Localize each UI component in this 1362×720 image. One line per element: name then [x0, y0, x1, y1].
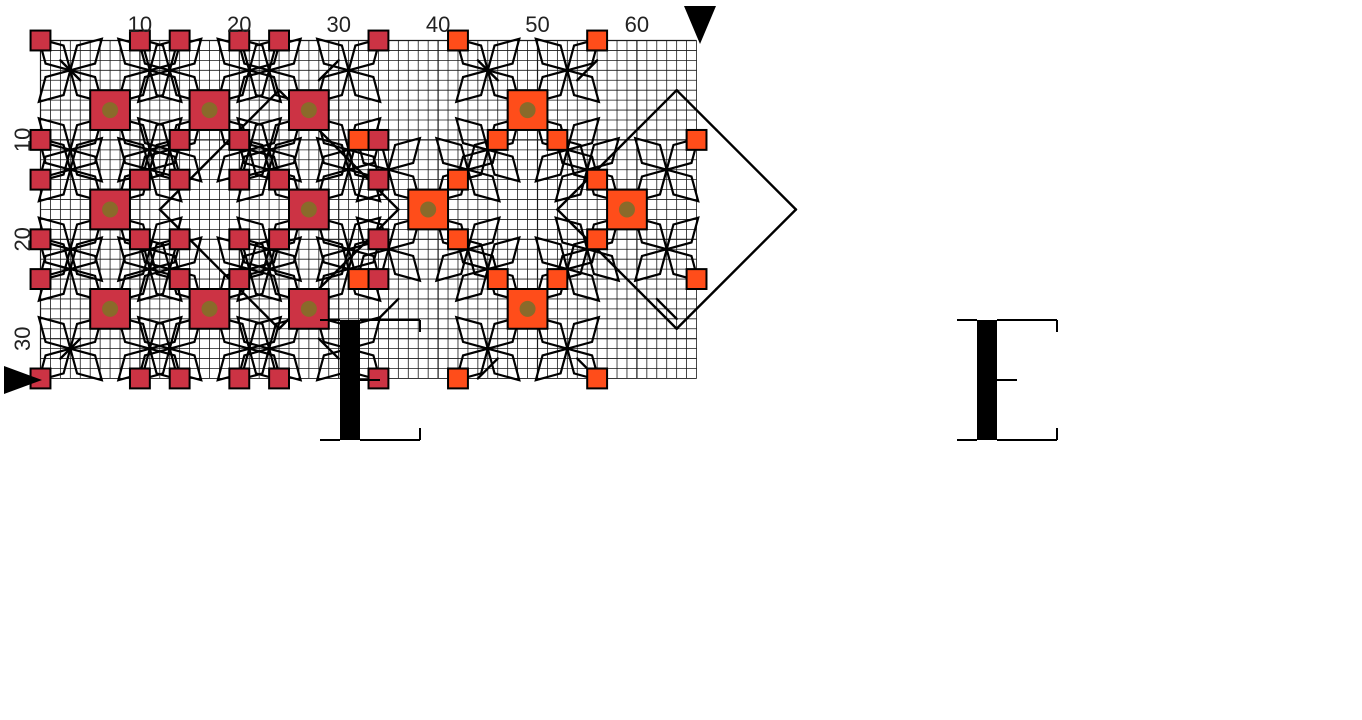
small-stitch-square	[447, 168, 469, 191]
small-stitch-square	[128, 29, 151, 52]
small-stitch-square	[128, 367, 151, 390]
small-stitch-square	[546, 268, 569, 290]
small-stitch-square	[168, 268, 191, 290]
letter-motifs	[320, 319, 1058, 441]
center-bead-dot	[201, 300, 218, 317]
center-bead-dot	[519, 102, 536, 119]
small-stitch-square	[268, 228, 290, 251]
letter-e-right	[957, 319, 1058, 441]
column-tick-label: 60	[625, 12, 649, 37]
center-bead-dot	[102, 201, 119, 218]
small-stitch-square	[228, 128, 251, 151]
small-stitch-square	[268, 29, 290, 52]
small-stitch-square	[367, 168, 390, 191]
axis-ticks: 10 20 30 40 50 60 10 20 30	[10, 12, 649, 351]
center-bead-dot	[102, 102, 119, 119]
center-bead-dot	[300, 201, 317, 218]
row-center-marker	[4, 366, 42, 394]
small-stitch-square	[586, 367, 609, 390]
small-stitch-square	[268, 168, 290, 191]
column-tick-label: 50	[525, 12, 549, 37]
row-tick-label: 10	[10, 128, 35, 152]
center-bead-dot	[300, 300, 317, 317]
small-stitch-square	[367, 228, 390, 251]
column-tick-label: 10	[128, 12, 152, 37]
small-stitch-square	[168, 168, 191, 191]
small-stitch-square	[685, 128, 708, 151]
small-stitch-square	[347, 128, 370, 151]
column-center-marker	[684, 6, 716, 44]
small-stitch-square	[447, 29, 469, 52]
small-stitch-square	[128, 168, 151, 191]
small-stitch-square	[29, 128, 52, 151]
small-stitch-square	[228, 29, 251, 52]
center-bead-dot	[519, 300, 536, 317]
row-tick-label: 20	[10, 227, 35, 251]
small-stitch-square	[586, 29, 609, 52]
small-stitch-square	[228, 228, 251, 251]
column-tick-label: 30	[326, 12, 350, 37]
column-tick-label: 20	[227, 12, 251, 37]
small-stitch-square	[486, 268, 509, 290]
large-stitch-square	[288, 288, 330, 330]
small-stitch-square	[228, 367, 251, 390]
center-bead-dot	[420, 201, 437, 218]
small-stitch-square	[367, 128, 390, 151]
center-bead-dot	[201, 102, 218, 119]
small-stitch-square	[447, 367, 469, 390]
small-stitch-square	[486, 128, 509, 151]
small-stitch-square	[29, 268, 52, 290]
small-stitch-square	[367, 268, 390, 290]
small-stitch-square	[29, 168, 52, 191]
center-markers	[4, 6, 716, 394]
row-tick-label: 30	[10, 326, 35, 350]
center-bead-dot	[102, 300, 119, 317]
small-stitch-square	[367, 367, 390, 390]
center-bead-dot	[618, 201, 635, 218]
small-stitch-square	[168, 228, 191, 251]
small-stitch-square	[29, 29, 52, 52]
small-stitch-square	[168, 128, 191, 151]
small-stitch-square	[128, 228, 151, 251]
stitch-grid	[39, 39, 697, 379]
small-stitch-square	[168, 367, 191, 390]
filled-stitches	[29, 29, 708, 390]
small-stitch-square	[228, 268, 251, 290]
small-stitch-square	[586, 168, 609, 191]
small-stitch-square	[685, 268, 708, 290]
small-stitch-square	[268, 367, 290, 390]
column-tick-label: 40	[426, 12, 450, 37]
small-stitch-square	[168, 29, 191, 52]
small-stitch-square	[367, 29, 390, 52]
small-stitch-square	[546, 128, 569, 151]
center-bead-dot	[300, 102, 317, 119]
small-stitch-square	[228, 168, 251, 191]
letter-e-left	[320, 319, 421, 441]
small-stitch-square	[586, 228, 609, 251]
small-stitch-square	[347, 268, 370, 290]
small-stitch-square	[447, 228, 469, 251]
small-stitch-square	[29, 228, 52, 251]
